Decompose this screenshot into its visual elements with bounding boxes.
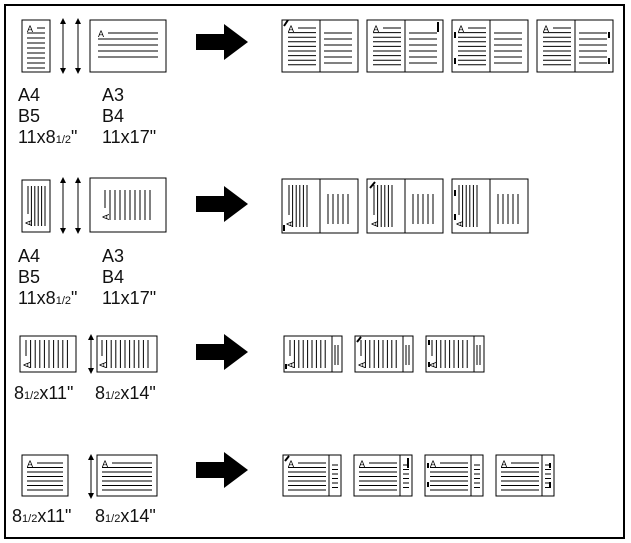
arrow-head bbox=[75, 68, 81, 74]
paper-size-a3: A3 bbox=[102, 85, 125, 105]
page-letter: A bbox=[22, 362, 32, 368]
page-letter: A bbox=[27, 24, 33, 34]
page-letter: A bbox=[430, 459, 436, 469]
page-letter: A bbox=[458, 24, 464, 34]
source-page-small bbox=[21, 454, 69, 497]
source-page-small bbox=[19, 335, 77, 373]
booklet-page bbox=[282, 454, 342, 497]
page-letter: A bbox=[543, 24, 549, 34]
booklet-page bbox=[495, 454, 555, 497]
paper-size-letter: 81/2x11" bbox=[14, 383, 74, 403]
booklet-page bbox=[424, 454, 484, 497]
page-letter: A bbox=[101, 214, 111, 220]
arrow-head bbox=[60, 228, 66, 234]
arrow-head bbox=[88, 493, 94, 499]
page-letter: A bbox=[24, 220, 34, 226]
arrow-head bbox=[88, 368, 94, 374]
paper-size-ledger: 11x17" bbox=[102, 127, 157, 147]
booklet-result: A bbox=[425, 335, 485, 373]
diagram-frame bbox=[4, 4, 625, 539]
arrow-head bbox=[60, 18, 66, 24]
staple-mark bbox=[283, 19, 289, 27]
page-letter: A bbox=[370, 221, 380, 227]
paper-size-letter-landscape: 11x81/2" bbox=[18, 127, 78, 147]
arrow-head bbox=[88, 454, 94, 460]
right-arrow-icon bbox=[196, 24, 248, 60]
page-letter: A bbox=[359, 459, 365, 469]
booklet-result: A bbox=[281, 178, 359, 234]
page-letter: A bbox=[357, 362, 367, 368]
page-letter: A bbox=[102, 459, 108, 469]
staple-mark bbox=[356, 336, 362, 343]
paper-size-a4: A4 bbox=[18, 85, 41, 105]
page-letter: A bbox=[288, 459, 294, 469]
page-letter: A bbox=[285, 221, 295, 227]
arrow-head bbox=[75, 18, 81, 24]
booklet-result: A bbox=[281, 19, 359, 73]
booklet-result: A bbox=[495, 454, 555, 497]
paper-size-letter-landscape: 11x81/2" bbox=[18, 288, 78, 308]
right-arrow-icon bbox=[196, 186, 248, 222]
booklet-result: A bbox=[366, 178, 444, 234]
right-arrow-icon bbox=[196, 334, 248, 370]
page-letter: A bbox=[98, 362, 108, 368]
page-letter: A bbox=[98, 29, 104, 39]
paper-size-ledger: 11x17" bbox=[102, 288, 157, 308]
paper-size-b5: B5 bbox=[18, 106, 41, 126]
paper-size-letter: 81/2x11" bbox=[12, 506, 72, 526]
page-letter: A bbox=[27, 459, 33, 469]
page-letter: A bbox=[501, 459, 507, 469]
paper-size-a3: A3 bbox=[102, 246, 125, 266]
booklet-result: A bbox=[536, 19, 614, 73]
paper-size-legal: 81/2x14" bbox=[95, 506, 156, 526]
paper-size-a4: A4 bbox=[18, 246, 41, 266]
booklet-result: A bbox=[353, 454, 413, 497]
page-letter: A bbox=[373, 24, 379, 34]
booklet-page bbox=[353, 454, 413, 497]
source-page-large bbox=[96, 454, 158, 497]
booklet-result: A bbox=[451, 178, 529, 234]
arrow-head bbox=[60, 68, 66, 74]
page-letter: A bbox=[288, 24, 294, 34]
right-arrow-icon bbox=[196, 452, 248, 488]
arrow-head bbox=[60, 177, 66, 183]
paper-size-b4: B4 bbox=[102, 106, 125, 126]
source-page-large bbox=[89, 19, 167, 73]
source-page-large bbox=[89, 177, 167, 233]
booklet-result: A bbox=[366, 19, 444, 73]
page-letter: A bbox=[428, 362, 438, 368]
staple-mark bbox=[369, 181, 376, 189]
row-rotated-text: AA bbox=[21, 177, 248, 234]
paper-size-b4: B4 bbox=[102, 267, 125, 287]
page-letter: A bbox=[286, 362, 296, 368]
paper-size-legal: 81/2x14" bbox=[95, 383, 156, 403]
staple-mark bbox=[284, 455, 290, 462]
booklet-result: A bbox=[424, 454, 484, 497]
arrow-head bbox=[75, 228, 81, 234]
page-letter: A bbox=[455, 221, 465, 227]
booklet-result: A bbox=[354, 335, 414, 373]
arrow-head bbox=[88, 334, 94, 340]
booklet-result: A bbox=[451, 19, 529, 73]
booklet-result: A bbox=[283, 335, 343, 373]
arrow-head bbox=[75, 177, 81, 183]
booklet-result: A bbox=[282, 454, 342, 497]
paper-size-b5: B5 bbox=[18, 267, 41, 287]
